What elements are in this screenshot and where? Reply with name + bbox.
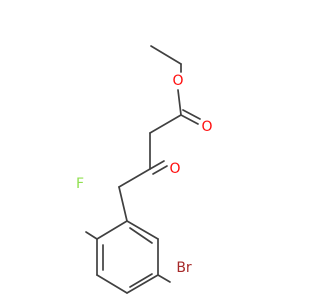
bond-ch3-ch2 bbox=[150, 45, 182, 65]
atom-o-carbonyl-ester: O bbox=[201, 119, 212, 135]
bond-ring-f bbox=[85, 231, 98, 240]
structure-canvas: O O O F Br bbox=[76, 45, 213, 294]
bond-c1-c2 bbox=[149, 114, 182, 134]
bond-c3-o-double-a bbox=[149, 160, 165, 170]
ring-inner-bond-3 bbox=[129, 227, 153, 244]
ring-bond-1 bbox=[96, 220, 128, 240]
bond-c3-ch2 bbox=[118, 168, 151, 188]
bond-ring-br bbox=[157, 274, 171, 283]
bond-c1-o-double-b bbox=[182, 109, 201, 120]
molecule-structure: O O O F Br bbox=[76, 45, 213, 294]
bond-c1-o-double-a bbox=[180, 114, 199, 125]
bond-ch2-ring bbox=[118, 186, 128, 222]
atom-o-ester: O bbox=[172, 73, 183, 89]
bond-o-c1 bbox=[177, 89, 182, 116]
ring-inner-bond-2 bbox=[129, 273, 153, 288]
atom-o-ketone: O bbox=[169, 161, 180, 177]
ring-bond-6 bbox=[126, 220, 159, 240]
bond-c3-o-double-b bbox=[152, 165, 168, 175]
ring-bond-4 bbox=[126, 274, 159, 294]
ring-bond-3 bbox=[96, 274, 128, 294]
atom-br: Br bbox=[176, 260, 192, 276]
atom-f: F bbox=[76, 176, 84, 192]
